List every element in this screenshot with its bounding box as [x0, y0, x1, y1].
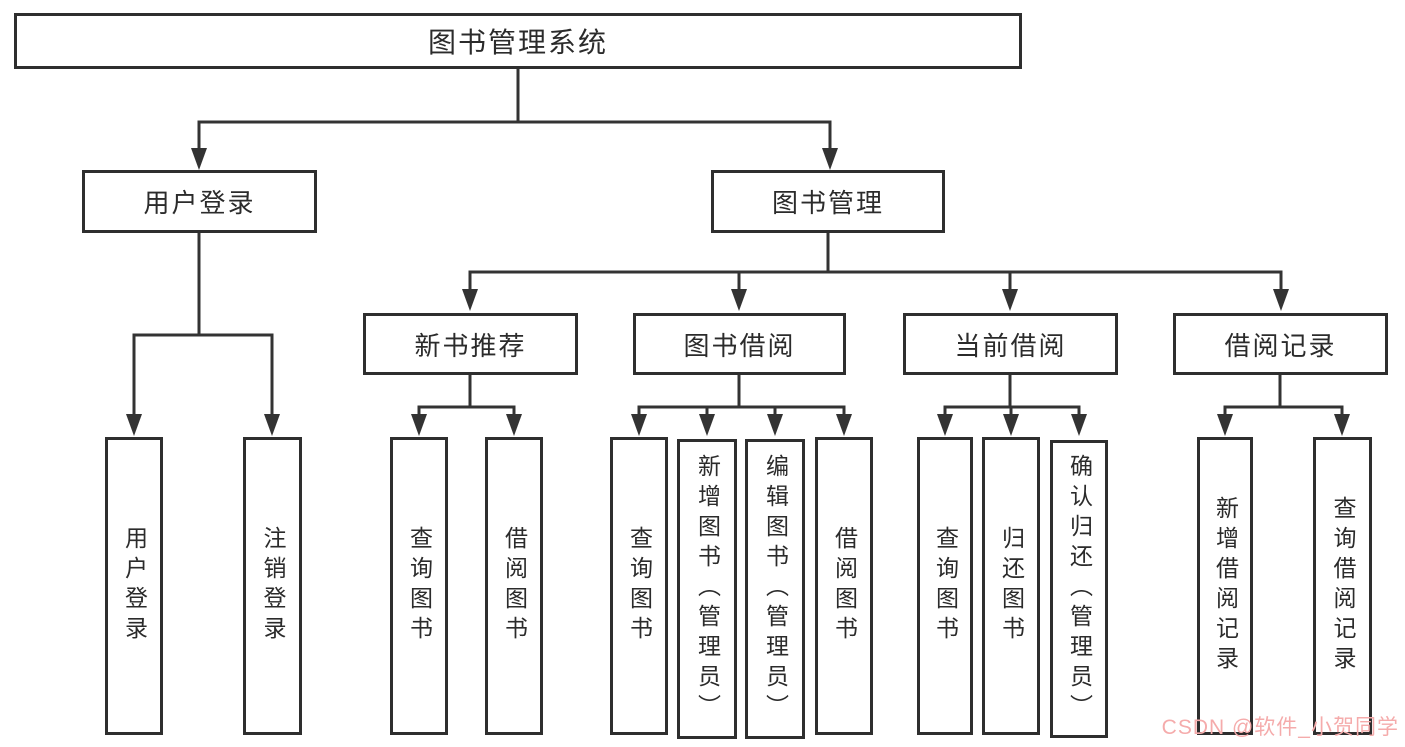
node-book-borrow: 图书借阅	[633, 313, 846, 375]
node-book-management: 图书管理	[711, 170, 945, 233]
leaf-return-book: 归还图书	[982, 437, 1040, 735]
node-borrow-records: 借阅记录	[1173, 313, 1388, 375]
node-new-book-recommend: 新书推荐	[363, 313, 578, 375]
leaf-confirm-return-admin: 确认归还（管理员）	[1050, 440, 1108, 738]
leaf-add-borrow-record: 新增借阅记录	[1197, 437, 1253, 735]
leaf-user-login: 用户登录	[105, 437, 163, 735]
leaf-query-books-borrow: 查询图书	[610, 437, 668, 735]
leaf-query-borrow-record: 查询借阅记录	[1313, 437, 1372, 735]
leaf-logout: 注销登录	[243, 437, 302, 735]
node-user-login: 用户登录	[82, 170, 317, 233]
leaf-edit-book-admin: 编辑图书（管理员）	[745, 439, 805, 739]
node-library-management-system: 图书管理系统	[14, 13, 1022, 69]
node-current-borrow: 当前借阅	[903, 313, 1118, 375]
leaf-query-books-current: 查询图书	[917, 437, 973, 735]
csdn-watermark: CSDN @软件_小贺同学	[1161, 716, 1399, 739]
leaf-borrow-books: 借阅图书	[815, 437, 873, 735]
leaf-add-book-admin: 新增图书（管理员）	[677, 439, 737, 739]
leaf-borrow-books-recommend: 借阅图书	[485, 437, 543, 735]
leaf-query-books-recommend: 查询图书	[390, 437, 448, 735]
